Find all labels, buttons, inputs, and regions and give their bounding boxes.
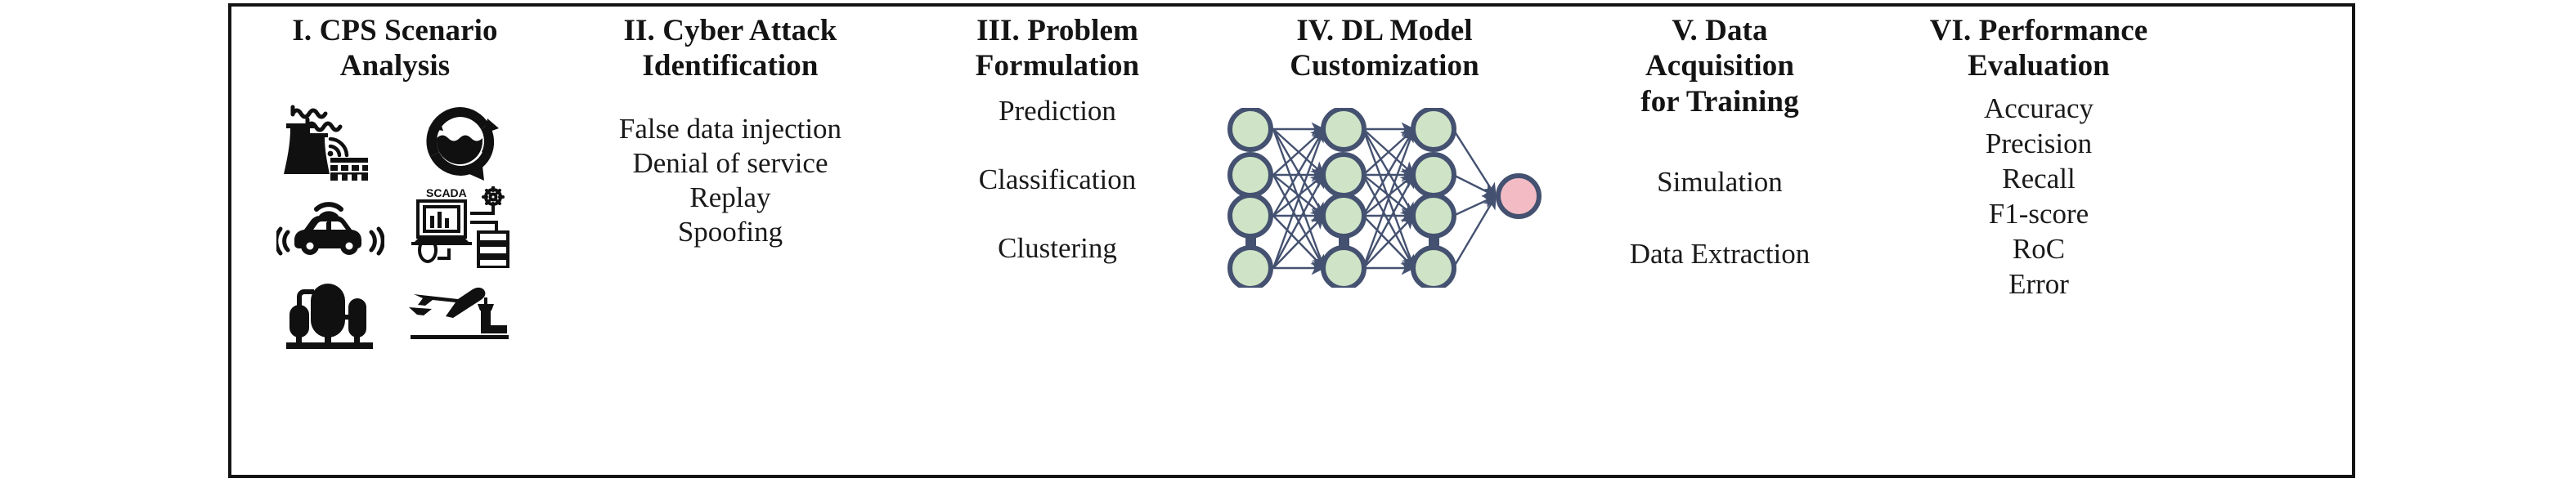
- data-acquisition-list: Simulation Data Extraction: [1630, 165, 1811, 271]
- list-item: Spoofing: [677, 215, 783, 248]
- connected-car-icon: [276, 186, 384, 268]
- stage-title-4: IV. DL Model Customization: [1290, 14, 1479, 83]
- list-item: Classification: [978, 163, 1137, 195]
- airport-icon: [406, 272, 514, 354]
- list-item: False data injection: [618, 112, 842, 145]
- nn-node: [1411, 192, 1456, 239]
- water-treatment-icon: [406, 101, 514, 182]
- list-item: Data Extraction: [1629, 237, 1811, 270]
- stage-column-cyber-attack-identification: II. Cyber Attack Identification False da…: [559, 7, 902, 475]
- nn-node: [1411, 244, 1456, 288]
- pipeline-frame: I. CPS Scenario Analysis: [228, 3, 2355, 478]
- stage-column-problem-formulation: III. Problem Formulation Prediction Clas…: [902, 7, 1213, 475]
- power-plant-icon: [276, 101, 384, 182]
- nn-node: [1321, 192, 1367, 239]
- list-item: Accuracy: [1983, 92, 2094, 124]
- scada-system-icon: SCADA: [406, 186, 514, 269]
- list-item: Prediction: [999, 94, 1116, 127]
- stage-column-dl-model-customization: IV. DL Model Customization: [1213, 7, 1556, 475]
- nn-ellipsis: [1339, 236, 1349, 248]
- list-item: F1-score: [1988, 197, 2089, 230]
- scada-label: SCADA: [426, 186, 467, 199]
- nn-output-node: [1496, 172, 1542, 219]
- stage-column-performance-evaluation: VI. Performance Evaluation Accuracy Prec…: [1883, 7, 2194, 475]
- stage-title-1: I. CPS Scenario Analysis: [292, 14, 498, 83]
- nn-node: [1411, 151, 1456, 198]
- list-item: RoC: [2012, 232, 2066, 265]
- nn-node: [1321, 107, 1367, 152]
- list-item: Precision: [1985, 127, 2093, 159]
- nn-node: [1227, 192, 1273, 239]
- nn-ellipsis: [1245, 236, 1256, 248]
- nn-node: [1227, 151, 1273, 198]
- stage-column-data-acquisition: V. Data Acquisition for Training Simulat…: [1556, 7, 1883, 475]
- nn-node: [1321, 151, 1367, 198]
- stage-title-5: V. Data Acquisition for Training: [1640, 14, 1799, 119]
- performance-metrics-list: Accuracy Precision Recall F1-score RoC E…: [1984, 91, 2094, 302]
- neural-network-diagram: [1221, 104, 1548, 292]
- list-item: Simulation: [1657, 165, 1783, 198]
- stage-title-6: VI. Performance Evaluation: [1929, 14, 2148, 83]
- list-item: Error: [2008, 267, 2069, 300]
- stage-column-cps-scenario-analysis: I. CPS Scenario Analysis: [231, 7, 559, 475]
- list-item: Recall: [2002, 162, 2076, 195]
- cps-scenario-icon-grid: SCADA: [269, 99, 521, 356]
- list-item: Clustering: [998, 231, 1117, 264]
- stage-title-3: III. Problem Formulation: [975, 14, 1140, 83]
- cyber-attack-list: False data injection Denial of service R…: [619, 112, 841, 249]
- stage-title-2: II. Cyber Attack Identification: [623, 14, 837, 83]
- problem-formulation-list: Prediction Classification Clustering: [979, 94, 1136, 266]
- chemical-tanks-icon: [276, 272, 384, 354]
- nn-node: [1227, 244, 1273, 288]
- nn-node: [1321, 244, 1367, 288]
- list-item: Denial of service: [632, 146, 828, 179]
- nn-node: [1411, 107, 1456, 152]
- list-item: Replay: [689, 181, 771, 213]
- nn-ellipsis: [1429, 236, 1439, 248]
- nn-node: [1227, 107, 1273, 152]
